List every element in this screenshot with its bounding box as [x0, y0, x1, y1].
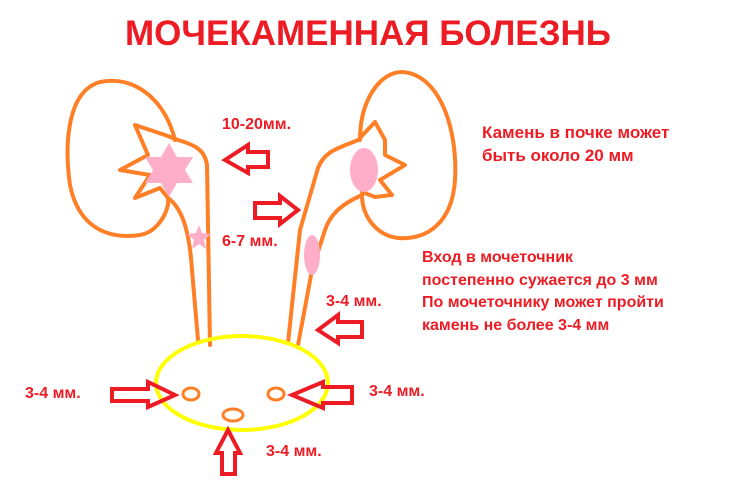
kidney-note: Камень в почке может быть около 20 мм: [482, 121, 669, 167]
right-ureter-orifice: [266, 386, 286, 402]
ureter-note-line-4: камень не более 3-4 мм: [422, 316, 610, 334]
urethra-orifice: [221, 407, 245, 423]
right-kidney: [286, 70, 458, 347]
arrow-right-ureter-lower: [314, 311, 364, 347]
left-kidney: [65, 78, 212, 347]
ureter-note-line-1: Вход в мочеточник: [422, 249, 574, 266]
kidney-stone-left: [145, 143, 193, 197]
kidney-note-line-2: быть около 20 мм: [482, 146, 634, 165]
arrow-urethra: [212, 425, 244, 476]
label-kidney-stone-size: 10-20мм.: [222, 116, 292, 133]
ureter-stone-right: [304, 235, 320, 275]
label-ureter-lower-stone-size: 3-4 мм.: [326, 293, 382, 310]
ureter-note-line-3: По мочеточнику может пройти: [422, 294, 664, 311]
ureter-note: Вход в мочеточник постепенно сужается до…: [422, 247, 664, 337]
arrow-left-kidney-stone: [221, 141, 270, 177]
arrow-right-ureter-stone: [253, 191, 302, 229]
left-ureter-orifice: [181, 386, 201, 402]
arrow-left-orifice: [110, 378, 180, 411]
ureter-note-line-2: постепенно сужается до 3 мм: [422, 271, 658, 289]
arrow-right-orifice: [286, 378, 354, 412]
kidney-note-line-1: Камень в почке может: [482, 123, 670, 142]
page-title: МОЧЕКАМЕННАЯ БОЛЕЗНЬ: [125, 14, 611, 53]
bladder: [154, 334, 330, 432]
kidney-stone-right: [350, 148, 378, 192]
label-right-orifice-size: 3-4 мм.: [369, 383, 425, 400]
label-left-orifice-size: 3-4 мм.: [25, 385, 81, 402]
ureter-stone-left: [187, 225, 211, 249]
label-outlet-size: 3-4 мм.: [266, 443, 322, 460]
label-ureter-upper-stone-size: 6-7 мм.: [222, 233, 278, 250]
